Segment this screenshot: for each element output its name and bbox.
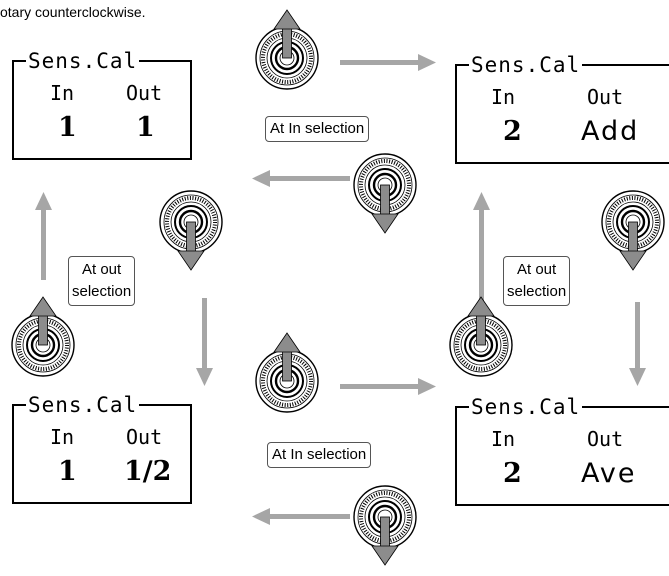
- lcd-panel-top-left: Sens.Cal In Out 1 1: [12, 49, 192, 160]
- lcd-out-value: 1: [136, 112, 155, 143]
- label-line: selection: [507, 283, 567, 300]
- knob-cw-icon: [354, 154, 416, 233]
- label-line: At out: [82, 261, 122, 278]
- lcd-out-value: Add: [581, 116, 640, 147]
- label-right-out-selection: At out selection: [503, 256, 571, 306]
- arrow-up-left: [35, 192, 52, 280]
- lcd-panel-bottom-right: Sens.Cal In Out 2 Ave: [455, 395, 669, 506]
- arrow-down-left: [196, 298, 213, 386]
- lcd-in-label: In: [50, 425, 75, 449]
- lcd-title: Sens.Cal: [469, 53, 583, 77]
- label-line: At out: [517, 261, 557, 278]
- lcd-title: Sens.Cal: [26, 49, 140, 73]
- knob-cw-icon: [160, 191, 222, 270]
- arrow-left-bottom: [252, 508, 350, 525]
- label-bottom-in-selection: At In selection: [267, 442, 372, 468]
- lcd-title: Sens.Cal: [26, 393, 140, 417]
- arrow-left-middle: [252, 170, 350, 187]
- lcd-in-value: 1: [58, 456, 77, 487]
- knob-cw-icon: [354, 486, 416, 565]
- lcd-panel-bottom-left: Sens.Cal In Out 1 1∕2: [12, 393, 192, 504]
- lcd-title: Sens.Cal: [469, 395, 583, 419]
- lcd-in-label: In: [50, 81, 75, 105]
- caption-text: otary counterclockwise.: [0, 4, 146, 20]
- knob-ccw-icon: [12, 297, 74, 376]
- knob-cw-icon: [602, 191, 664, 270]
- lcd-out-label: Out: [126, 81, 163, 105]
- lcd-out-label: Out: [126, 425, 163, 449]
- knob-ccw-icon: [256, 10, 318, 89]
- label-top-in-selection: At In selection: [265, 116, 370, 142]
- lcd-in-label: In: [491, 85, 516, 109]
- arrow-right-bottom: [340, 378, 436, 395]
- lcd-out-value: Ave: [581, 458, 637, 489]
- lcd-panel-top-right: Sens.Cal In Out 2 Add: [455, 53, 669, 164]
- lcd-in-value: 2: [503, 116, 522, 147]
- lcd-in-label: In: [491, 427, 516, 451]
- lcd-out-label: Out: [587, 85, 624, 109]
- lcd-in-value: 1: [58, 112, 77, 143]
- arrow-down-right: [629, 302, 646, 386]
- lcd-out-value: 1∕2: [124, 456, 172, 487]
- label-left-out-selection: At out selection: [68, 256, 136, 306]
- label-line: selection: [72, 283, 132, 300]
- lcd-in-value: 2: [503, 458, 522, 489]
- arrow-right-top: [340, 54, 436, 71]
- knob-ccw-icon: [256, 333, 318, 412]
- lcd-out-label: Out: [587, 427, 624, 451]
- arrow-up-right: [473, 192, 490, 306]
- knob-ccw-icon: [450, 297, 512, 376]
